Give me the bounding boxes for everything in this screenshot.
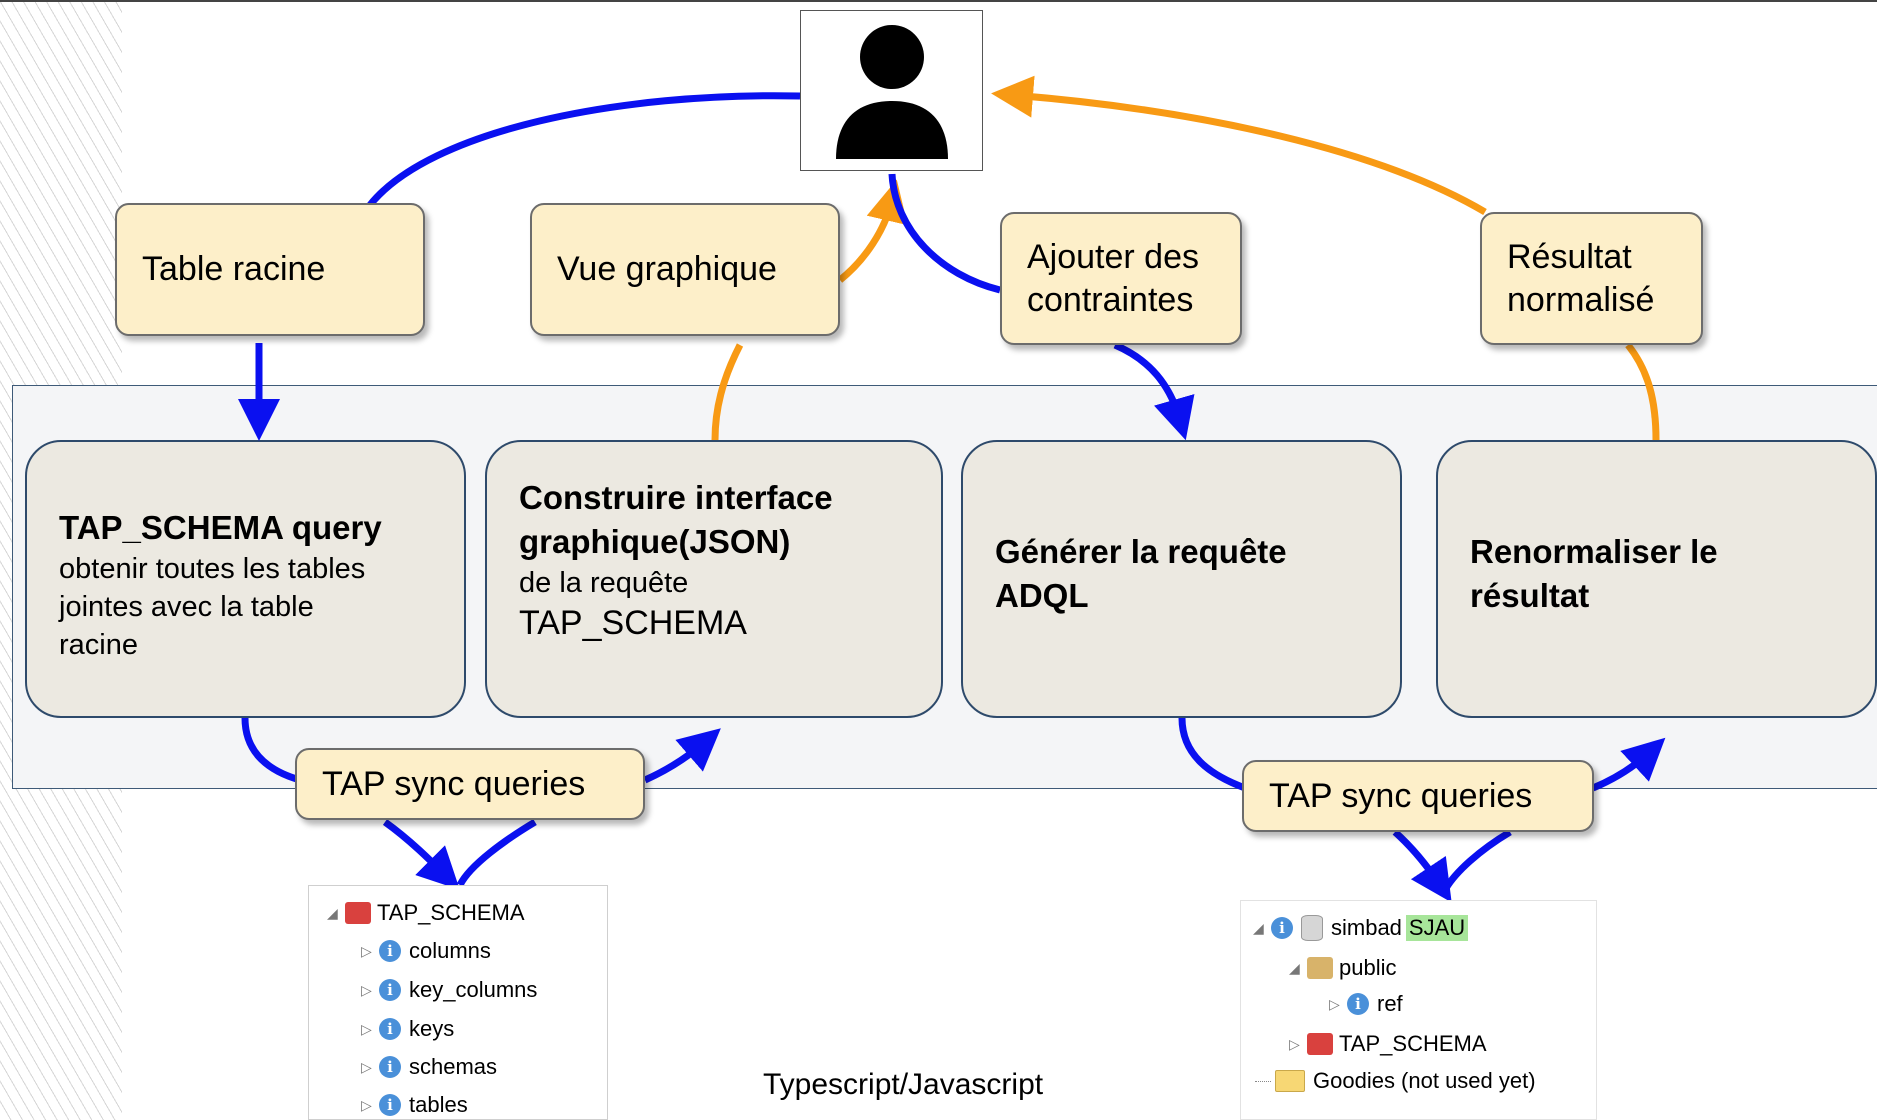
label-text: TAP sync queries xyxy=(1269,776,1533,815)
tree-node-label: ref xyxy=(1377,991,1403,1016)
label-ajouter-contraintes: Ajouter des contraintes xyxy=(1000,212,1242,345)
tree-node-schemas[interactable]: ▷ i schemas xyxy=(361,1052,497,1082)
process-title: TAP_SCHEMA query xyxy=(59,509,382,546)
flow-vue-to-user xyxy=(837,179,908,283)
tree-node-label: public xyxy=(1339,955,1397,980)
tree-node-ref[interactable]: ▷ i ref xyxy=(1329,989,1403,1019)
process-desc-line: de la requête xyxy=(519,567,689,599)
tree-node-key-columns[interactable]: ▷ i key_columns xyxy=(361,975,537,1005)
folder-icon xyxy=(1275,1070,1305,1092)
process-desc-line: obtenir toutes les tables xyxy=(59,553,366,585)
process-title-line: ADQL xyxy=(995,577,1089,614)
tree-node-label: tables xyxy=(409,1092,468,1117)
schema-icon xyxy=(1307,1033,1333,1055)
label-vue-graphique: Vue graphique xyxy=(530,203,840,336)
collapse-icon[interactable]: ◢ xyxy=(1289,959,1300,976)
flow-query-to-sync-left xyxy=(241,717,301,784)
label-text-line: normalisé xyxy=(1507,280,1655,319)
tree-node-label: simbad xyxy=(1331,915,1402,940)
label-text-line: Résultat xyxy=(1507,237,1632,276)
collapse-icon[interactable]: ◢ xyxy=(327,904,338,921)
expand-icon[interactable]: ▷ xyxy=(361,981,372,998)
tree-node-label: TAP_SCHEMA xyxy=(1339,1031,1487,1056)
label-tap-sync-right: TAP sync queries xyxy=(1242,760,1594,832)
schema-icon xyxy=(1307,957,1333,979)
flow-user-to-table-racine xyxy=(367,92,801,208)
technology-label: Typescript/Javascript xyxy=(763,1068,1044,1101)
flow-sync-right-down xyxy=(1392,829,1452,903)
database-icon xyxy=(1301,915,1323,941)
server-badge: SJAU xyxy=(1405,915,1469,941)
flow-generer-to-sync-right xyxy=(1178,717,1247,792)
process-title-line: graphique(JSON) xyxy=(519,523,791,560)
collapse-icon[interactable]: ◢ xyxy=(1253,919,1264,936)
top-rule xyxy=(0,0,1877,2)
tree-node-label: TAP_SCHEMA xyxy=(377,900,525,925)
tree-node-public[interactable]: ◢ public xyxy=(1289,953,1396,983)
tree-node-columns[interactable]: ▷ i columns xyxy=(361,936,491,966)
process-generer-requete: Générer la requête ADQL xyxy=(961,440,1402,718)
tree-node-tap-schema[interactable]: ◢ TAP_SCHEMA xyxy=(327,898,525,928)
info-icon: i xyxy=(379,1056,401,1078)
schema-icon xyxy=(345,902,371,924)
process-desc-line: racine xyxy=(59,629,138,661)
process-title-line: résultat xyxy=(1470,577,1590,614)
tree-node-label: Goodies (not used yet) xyxy=(1313,1068,1536,1093)
flow-sync-left-down xyxy=(382,819,460,890)
simbad-tree: ◢ i simbad SJAU ◢ public ▷ i ref ▷ TAP_S… xyxy=(1240,900,1597,1120)
user-icon xyxy=(836,25,948,159)
process-tap-schema-query: TAP_SCHEMA query obtenir toutes les tabl… xyxy=(25,440,466,718)
label-tap-sync-left: TAP sync queries xyxy=(295,748,645,820)
tap-schema-tree: ◢ TAP_SCHEMA ▷ i columns ▷ i key_columns… xyxy=(308,885,608,1120)
info-icon: i xyxy=(379,940,401,962)
expand-icon[interactable]: ▷ xyxy=(361,942,372,959)
expand-icon[interactable]: ▷ xyxy=(1329,995,1340,1012)
tree-node-label: schemas xyxy=(409,1054,498,1079)
info-icon: i xyxy=(379,1094,401,1116)
process-title-line: Renormaliser le xyxy=(1470,533,1718,570)
tree-connector xyxy=(1255,1080,1271,1082)
flow-sync-right-up xyxy=(1441,828,1512,892)
info-icon: i xyxy=(1347,993,1369,1015)
label-text: TAP sync queries xyxy=(322,764,586,803)
tree-node-tap-schema[interactable]: ▷ TAP_SCHEMA xyxy=(1289,1029,1487,1059)
label-resultat-normalise: Résultat normalisé xyxy=(1480,212,1703,345)
tree-node-keys[interactable]: ▷ i keys xyxy=(361,1014,454,1044)
flow-sync-right-to-renormaliser xyxy=(1591,737,1666,792)
flow-json-to-vue xyxy=(711,343,744,441)
expand-icon[interactable]: ▷ xyxy=(361,1020,372,1037)
info-icon: i xyxy=(379,1018,401,1040)
process-title-line: Construire interface xyxy=(519,479,833,516)
info-icon: i xyxy=(379,979,401,1001)
tree-node-goodies[interactable]: Goodies (not used yet) xyxy=(1255,1066,1536,1096)
label-text: Vue graphique xyxy=(557,250,777,288)
info-icon: i xyxy=(1271,917,1293,939)
expand-icon[interactable]: ▷ xyxy=(361,1096,372,1113)
tree-node-label: columns xyxy=(409,938,491,963)
process-renormaliser: Renormaliser le résultat xyxy=(1436,440,1877,718)
process-desc-large: TAP_SCHEMA xyxy=(519,604,747,642)
label-table-racine: Table racine xyxy=(115,203,425,336)
expand-icon[interactable]: ▷ xyxy=(361,1058,372,1075)
flow-renormaliser-to-resultat xyxy=(1625,342,1660,441)
tree-node-label: key_columns xyxy=(409,977,538,1002)
user-actor xyxy=(800,10,983,171)
label-text: Table racine xyxy=(142,250,326,288)
flow-sync-left-to-construire xyxy=(643,728,721,784)
flow-ajouter-to-generer xyxy=(1113,341,1195,441)
expand-icon[interactable]: ▷ xyxy=(1289,1035,1300,1052)
label-text-line: Ajouter des xyxy=(1027,237,1199,276)
process-construire-interface: Construire interface graphique(JSON) de … xyxy=(485,440,943,718)
process-desc-line: jointes avec la table xyxy=(59,591,314,623)
flow-user-to-ajouter xyxy=(888,173,1001,294)
tree-node-simbad[interactable]: ◢ i simbad SJAU xyxy=(1253,913,1469,943)
tree-node-tables[interactable]: ▷ i tables xyxy=(361,1090,468,1120)
tree-node-label: keys xyxy=(409,1016,455,1041)
process-title-line: Générer la requête xyxy=(995,533,1287,570)
label-text-line: contraintes xyxy=(1027,280,1194,319)
flow-resultat-to-user xyxy=(991,75,1487,216)
flow-sync-left-up xyxy=(456,818,537,887)
